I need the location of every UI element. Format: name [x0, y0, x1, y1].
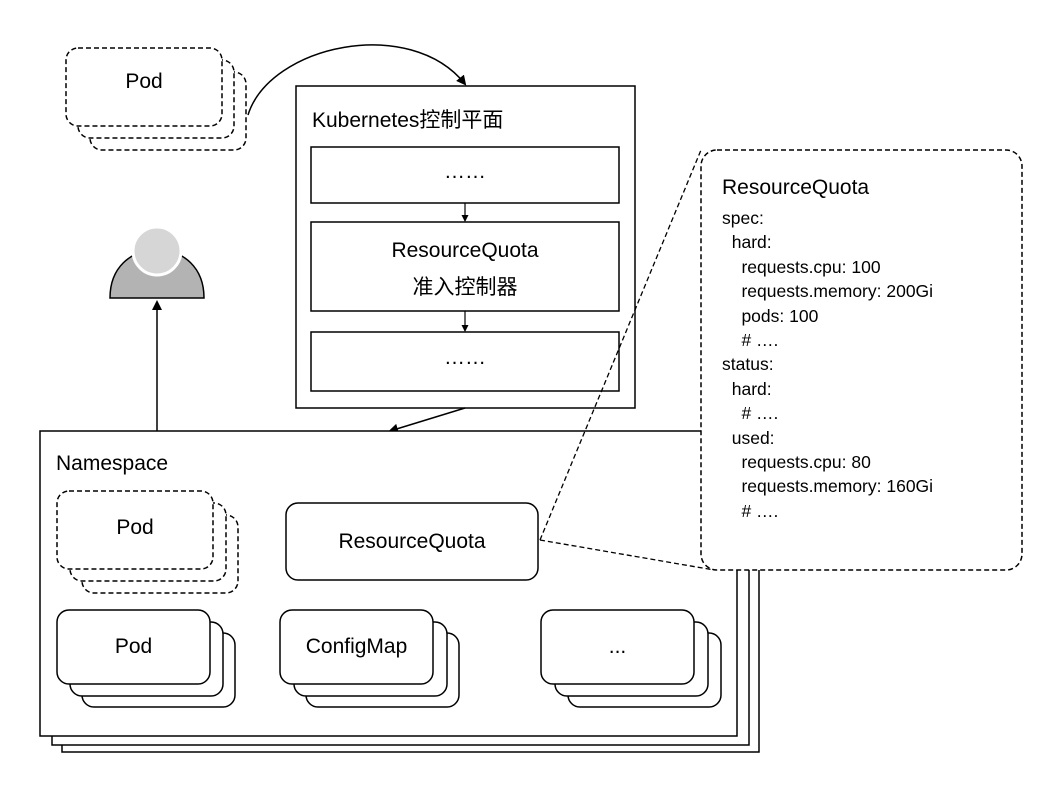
yaml-line: requests.cpu: 100	[722, 256, 881, 277]
namespace-title: Namespace	[56, 452, 169, 475]
yaml-line: spec:	[722, 208, 764, 228]
stage-after-box	[310, 331, 620, 392]
configmap-label: ConfigMap	[305, 635, 408, 658]
yaml-line: hard:	[722, 232, 772, 253]
yaml-line: requests.cpu: 80	[722, 451, 871, 472]
control-plane-to-namespace-arrow	[388, 407, 466, 434]
pod-label: Pod	[114, 635, 153, 658]
pod-stack	[56, 609, 236, 708]
quota-spec-yaml: spec: hard: requests.cpu: 100 requests.m…	[722, 206, 933, 523]
more-label: ...	[608, 635, 627, 658]
yaml-line: # ….	[722, 500, 779, 521]
namespace-dashed-pod-stack	[56, 490, 239, 594]
configmap-stack	[279, 609, 460, 708]
quota-spec-title: ResourceQuota	[722, 176, 870, 199]
namespace-dashed-pod-label: Pod	[116, 516, 154, 539]
yaml-line: pods: 100	[722, 305, 819, 326]
external-pod-stack	[65, 47, 247, 151]
yaml-line: requests.memory: 160Gi	[722, 476, 934, 497]
control-plane-title: Kubernetes控制平面	[312, 109, 504, 132]
yaml-line: hard:	[722, 378, 772, 399]
admission-controller-line1: ResourceQuota	[391, 239, 539, 262]
pod-to-control-plane-arrow	[247, 44, 467, 116]
admission-controller-line2: 准入控制器	[412, 276, 518, 299]
quota-spec-callout	[700, 149, 1023, 571]
yaml-line: used:	[722, 427, 775, 448]
callout-line-bottom	[539, 539, 715, 571]
resource-quota-box	[285, 502, 539, 581]
more-stack	[540, 609, 722, 708]
stage-before-label: ……	[444, 160, 486, 183]
callout-line-top	[539, 149, 702, 541]
yaml-line: # ….	[722, 329, 779, 350]
stage-after-label: ……	[444, 346, 486, 369]
yaml-line: status:	[722, 354, 774, 375]
external-pod-label: Pod	[125, 70, 163, 93]
resource-quota-label: ResourceQuota	[338, 530, 486, 553]
stage-before-box	[310, 146, 620, 204]
yaml-line: requests.memory: 200Gi	[722, 281, 934, 302]
user-icon	[109, 225, 205, 299]
yaml-line: # ….	[722, 403, 779, 424]
